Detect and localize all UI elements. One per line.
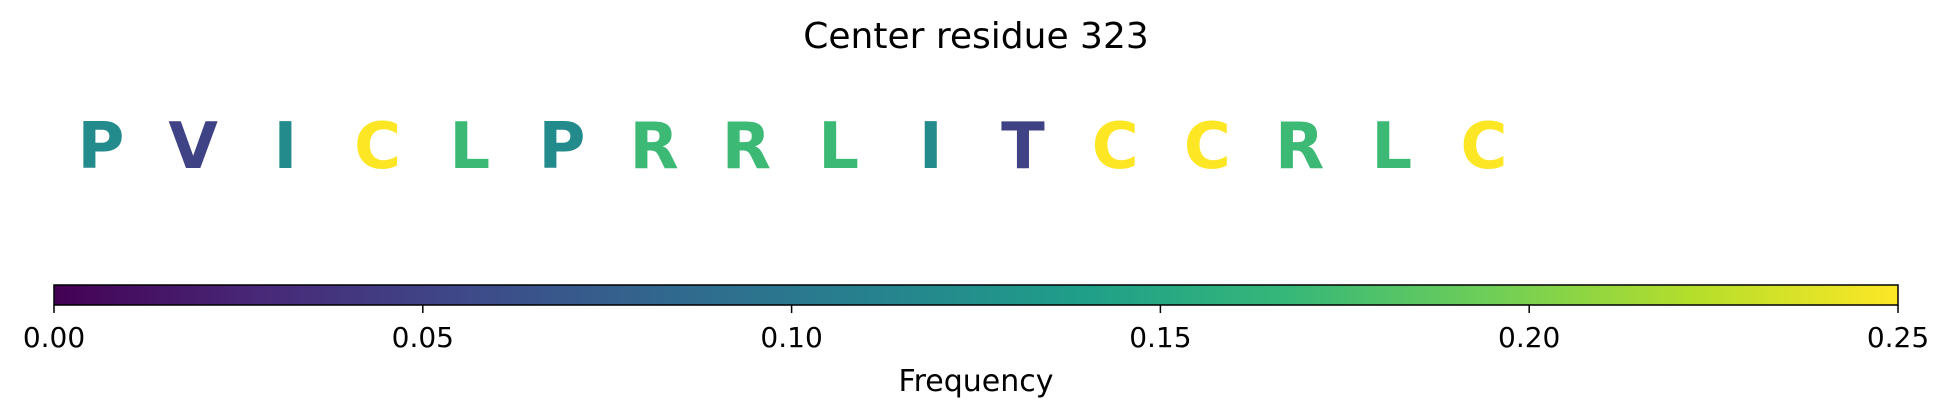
residue-letter: L: [818, 110, 859, 184]
residue-letter: R: [722, 110, 771, 184]
residue-letter: P: [539, 110, 586, 184]
colorbar: 0.00 0.05 0.10 0.15 0.20 0.25 Frequency: [23, 284, 1929, 399]
residue-letter: C: [1184, 110, 1231, 184]
colorbar-tick-label: 0.05: [392, 321, 454, 354]
residue-letter: C: [1092, 110, 1139, 184]
chart-title: Center residue 323: [803, 16, 1149, 57]
residue-letter: P: [78, 110, 125, 184]
colorbar-tick-label: 0.00: [23, 321, 85, 354]
colorbar-gradient: [53, 284, 1899, 306]
residue-letter: L: [1371, 110, 1412, 184]
colorbar-tick-label: 0.15: [1129, 321, 1191, 354]
residue-letter: R: [1275, 110, 1324, 184]
colorbar-tick-label: 0.20: [1498, 321, 1560, 354]
residue-letter: V: [168, 110, 218, 184]
residue-letter: I: [919, 110, 943, 184]
residue-letter: C: [354, 110, 401, 184]
colorbar-label: Frequency: [899, 364, 1054, 399]
colorbar-tick-label: 0.25: [1867, 321, 1929, 354]
residue-letter: T: [1001, 110, 1045, 184]
residue-letter: L: [449, 110, 490, 184]
residue-letter: R: [630, 110, 679, 184]
colorbar-tick-label: 0.10: [760, 321, 822, 354]
colorbar-ticks: 0.00 0.05 0.10 0.15 0.20 0.25: [23, 305, 1929, 354]
residue-letter: I: [273, 110, 297, 184]
residue-letter: C: [1461, 110, 1508, 184]
